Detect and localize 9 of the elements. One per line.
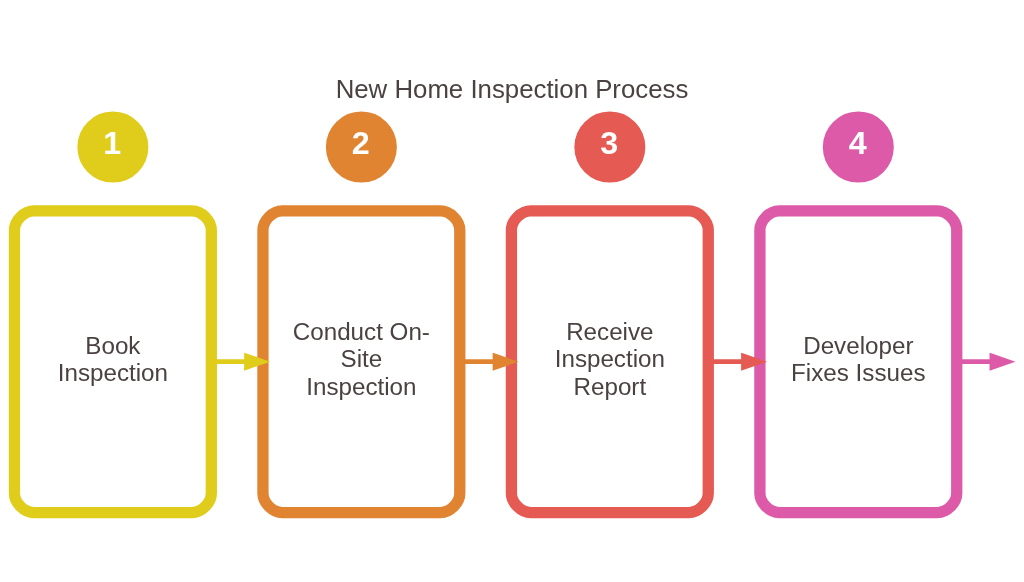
node-box: Developer Fixes Issues bbox=[754, 204, 963, 518]
node-box: Receive Inspection Report bbox=[505, 204, 714, 518]
node-box: Book Inspection bbox=[8, 204, 217, 518]
node-circle: 4 bbox=[822, 111, 894, 183]
node-circle: 2 bbox=[325, 111, 397, 183]
node-circle: 3 bbox=[574, 111, 646, 183]
diagram-title: New Home Inspection Process bbox=[335, 74, 689, 103]
node-box: Conduct On-Site Inspection bbox=[257, 204, 466, 518]
node-circle: 1 bbox=[77, 111, 149, 183]
